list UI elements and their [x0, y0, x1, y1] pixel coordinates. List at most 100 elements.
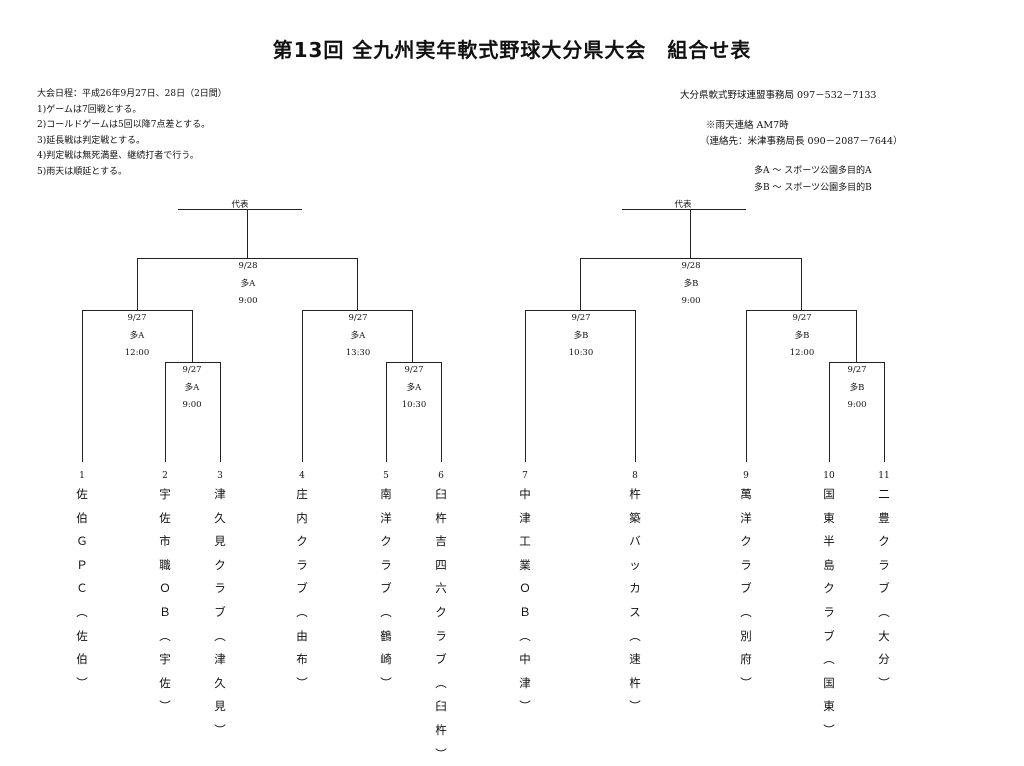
team-9: 9 萬洋クラブ︵別府︶	[736, 470, 756, 695]
team-number: 10	[823, 471, 835, 481]
team-7-line	[525, 310, 526, 462]
match-right-semi1: 9/27 多B 10:30	[551, 310, 611, 363]
team-8: 8 杵築バッカス︵速杵︶	[625, 470, 645, 719]
match-time: 10:30	[568, 348, 594, 358]
match-venue: 多B	[683, 278, 699, 289]
right-semi2-line	[746, 310, 856, 311]
team-number: 9	[743, 471, 749, 481]
bracket-line	[412, 310, 413, 362]
page-title: 第13回 全九州実年軟式野球大分県大会 組合せ表	[272, 38, 752, 62]
match-date: 9/28	[681, 261, 701, 271]
team-5: 5 南洋クラブ︵鶴崎︶	[376, 470, 396, 695]
office-contact: 大分県軟式野球連盟事務局 097－532－7133	[680, 90, 877, 101]
rain-contact: （連絡先：米津事務局長 090－2087－7644）	[700, 136, 903, 147]
team-name: 二豊クラブ︵大分︶	[878, 487, 890, 690]
team-number: 3	[217, 471, 223, 481]
team-6-line	[441, 362, 442, 462]
left-r1-line	[165, 362, 220, 363]
bracket-line	[357, 258, 358, 310]
team-9-line	[746, 310, 747, 462]
team-5-line	[386, 362, 387, 462]
match-venue: 多B	[849, 382, 865, 393]
match-venue: 多A	[240, 278, 256, 289]
team-4: 4 庄内クラブ︵由布︶	[292, 470, 312, 695]
rule-item: 5)雨天は順延とする。	[37, 166, 127, 177]
match-date: 9/27	[348, 313, 368, 323]
match-left-semi2: 9/27 多A 13:30	[328, 310, 388, 363]
match-left-r2: 9/27 多A 10:30	[384, 362, 444, 415]
team-10-line	[829, 362, 830, 462]
match-date: 9/27	[404, 365, 424, 375]
left-representative-line	[178, 209, 302, 210]
right-final-line	[580, 258, 801, 259]
team-name: 国東半島クラブ︵国東︶	[823, 487, 835, 737]
venue-legend-a: 多A ～ スポーツ公園多目的A	[754, 166, 872, 176]
team-name: 津久見クラブ︵津久見︶	[214, 487, 226, 737]
match-time: 9:00	[847, 400, 867, 410]
team-10: 10 国東半島クラブ︵国東︶	[819, 470, 839, 743]
match-venue: 多A	[129, 330, 145, 341]
bracket-line	[192, 310, 193, 362]
match-right-final: 9/28 多B 9:00	[661, 258, 721, 311]
left-semi1-line	[82, 310, 192, 311]
bracket-line	[690, 209, 691, 258]
bracket-line	[247, 209, 248, 258]
rule-item: 2)コールドゲームは5回以降7点差とする。	[37, 120, 211, 131]
right-semi1-line	[525, 310, 635, 311]
team-number: 2	[162, 471, 168, 481]
match-left-final: 9/28 多A 9:00	[218, 258, 278, 311]
match-date: 9/27	[571, 313, 591, 323]
team-name: 庄内クラブ︵由布︶	[296, 487, 308, 690]
rule-item: 3)延長戦は判定戦とする。	[37, 135, 145, 146]
match-date: 9/28	[238, 261, 258, 271]
match-date: 9/27	[792, 313, 812, 323]
team-number: 11	[878, 471, 890, 481]
match-left-r1: 9/27 多A 9:00	[162, 362, 222, 415]
match-time: 9:00	[681, 296, 701, 306]
match-venue: 多A	[350, 330, 366, 341]
rule-item: 1)ゲームは7回戦とする。	[37, 104, 142, 115]
bracket-line	[801, 258, 802, 310]
team-number: 4	[299, 471, 305, 481]
team-1-line	[82, 310, 83, 462]
team-11-line	[884, 362, 885, 462]
bracket-line	[137, 258, 138, 310]
team-4-line	[302, 310, 303, 462]
team-11: 11 二豊クラブ︵大分︶	[874, 470, 894, 695]
right-representative-label: 代表	[674, 200, 692, 210]
bracket-line	[580, 258, 581, 310]
team-name: 南洋クラブ︵鶴崎︶	[380, 487, 392, 690]
team-name: 萬洋クラブ︵別府︶	[740, 487, 752, 690]
team-number: 8	[632, 471, 638, 481]
bracket-line	[856, 310, 857, 362]
match-date: 9/27	[847, 365, 867, 375]
match-time: 12:00	[124, 348, 150, 358]
rule-item: 4)判定戦は無死満塁、継続打者で行う。	[37, 151, 199, 162]
match-time: 12:00	[789, 348, 815, 358]
team-2-line	[165, 362, 166, 462]
venue-legend-b: 多B ～ スポーツ公園多目的B	[754, 183, 872, 193]
match-time: 13:30	[345, 348, 371, 358]
tournament-rules: 大会日程：平成26年9月27日、28日（2日間） 1)ゲームは7回戦とする。 2…	[37, 87, 227, 181]
team-name: 杵築バッカス︵速杵︶	[629, 487, 641, 714]
team-number: 7	[522, 471, 528, 481]
team-8-line	[635, 310, 636, 462]
match-right-r1: 9/27 多B 9:00	[827, 362, 887, 415]
match-right-semi2: 9/27 多B 12:00	[772, 310, 832, 363]
match-left-semi1: 9/27 多A 12:00	[107, 310, 167, 363]
team-number: 1	[79, 471, 85, 481]
team-number: 5	[383, 471, 389, 481]
match-date: 9/27	[182, 365, 202, 375]
rule-schedule: 大会日程：平成26年9月27日、28日（2日間）	[37, 89, 227, 99]
right-r1-line	[829, 362, 884, 363]
left-semi2-line	[302, 310, 412, 311]
match-venue: 多A	[184, 382, 200, 393]
team-3-line	[220, 362, 221, 462]
